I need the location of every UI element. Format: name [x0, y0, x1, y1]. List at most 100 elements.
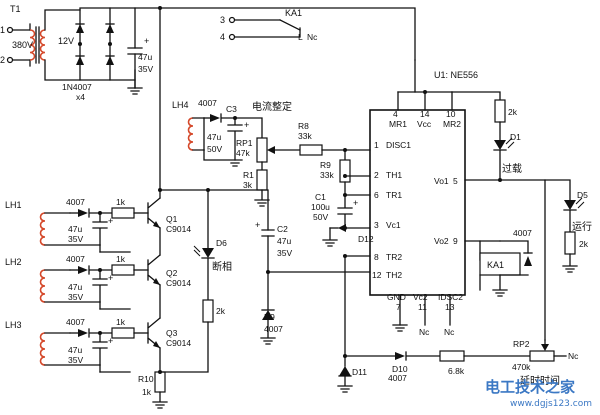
label-r10-val: 1k: [142, 387, 152, 397]
transistor-q2: Q2 C9014: [147, 254, 191, 288]
watermark-text: 电工技术之家: [485, 378, 575, 396]
label-c2: C2: [277, 224, 288, 234]
pin3-name: Vc1: [386, 220, 401, 230]
label-cap-lh2-val: 47u: [68, 282, 82, 292]
ic-body: [369, 109, 466, 296]
label-1k-c: 1k: [116, 317, 126, 327]
rp1-body: [256, 137, 268, 163]
label-q1-type: C9014: [166, 224, 191, 234]
watermark-url: www.dgjs123.com: [510, 399, 592, 409]
label-cap-lh3-volt: 35V: [68, 355, 83, 365]
pin2-name: TH1: [386, 170, 402, 180]
rp1-potentiometer: RP1 47k R1 3k: [236, 137, 301, 207]
label-q2: Q2: [166, 268, 178, 278]
lh1-sensor: LH1 4007 1k + 47u 35V: [5, 197, 149, 246]
label-2k-top: 2k: [508, 107, 518, 117]
label-rp2: RP2: [513, 339, 530, 349]
label-12v: 12V: [58, 36, 74, 46]
label-ka1-nc: Nc: [307, 32, 318, 42]
pin12-name: TH2: [386, 270, 402, 280]
label-c2-val: 47u: [277, 236, 291, 246]
timing-network: R9 33k + C1 100u 50V D12: [311, 148, 374, 247]
pin5-name: Vo1: [434, 176, 449, 186]
resistor-r1: [256, 169, 268, 191]
label-term3: 3: [220, 15, 225, 25]
pin7-name: GND: [387, 292, 406, 302]
pin1-name: DISC1: [386, 140, 411, 150]
resistor-1k-b: [111, 264, 135, 276]
label-cap-lh1-val: 47u: [68, 224, 82, 234]
svg-text:+: +: [108, 273, 113, 283]
ic-ne556: U1: NE556 4 MR1 14 Vcc 10 MR2 1 DISC1 2 …: [369, 59, 478, 337]
pin6-name: TR1: [386, 190, 402, 200]
svg-text:+: +: [255, 220, 260, 230]
label-lh2: LH2: [5, 257, 22, 267]
resistor-r9: [339, 159, 351, 183]
label-d5: D5: [577, 190, 588, 200]
ka1-contact: 3 4 KA1 L Nc: [220, 8, 318, 42]
resistor-r8: R8 33k: [298, 121, 371, 156]
transformer-t1: T1 1 2 380V 12V: [0, 4, 74, 67]
pin8-name: TR2: [386, 252, 402, 262]
relay-ka1: KA1 4007: [464, 228, 533, 297]
label-d4007-lh2: 4007: [66, 254, 85, 264]
resistor-2k-mid: [202, 299, 214, 323]
label-ic-name: U1: NE556: [434, 70, 478, 80]
resistor-1k-a: [111, 207, 135, 219]
label-q2-type: C9014: [166, 278, 191, 288]
pin4-name: MR1: [389, 119, 407, 129]
resistor-6-8k: [439, 350, 465, 362]
label-r9-val: 33k: [320, 170, 334, 180]
label-c2-volt: 35V: [277, 248, 292, 258]
label-cap-lh2-volt: 35V: [68, 292, 83, 302]
label-2k-mid: 2k: [216, 306, 226, 316]
label-d10-val: 4007: [388, 373, 407, 383]
pin13-name: IDSC2: [438, 292, 463, 302]
label-term1: 1: [0, 25, 5, 35]
label-r9: R9: [320, 160, 331, 170]
label-current-set: 电流整定: [252, 100, 292, 113]
terminal-2: [6, 56, 14, 64]
label-1k-a: 1k: [116, 197, 126, 207]
label-d12: D12: [358, 234, 374, 244]
svg-text:+: +: [244, 120, 249, 130]
diode-d9: D9 4007: [260, 309, 283, 345]
label-2k-right: 2k: [579, 239, 589, 249]
label-nc-a: Nc: [419, 327, 430, 337]
label-d9: D9: [264, 312, 275, 322]
svg-text:+: +: [108, 336, 113, 346]
label-c1: C1: [315, 192, 326, 202]
label-rp1: RP1: [236, 138, 253, 148]
pin14: 14: [420, 109, 430, 119]
label-d9-val: 4007: [264, 324, 283, 334]
label-r8: R8: [298, 121, 309, 131]
label-c1-volt: 50V: [313, 212, 328, 222]
bridge-rectifier: 1N4007 x4: [62, 7, 115, 102]
label-lh1: LH1: [5, 200, 22, 210]
pin9-name: Vo2: [434, 236, 449, 246]
label-r1-val: 3k: [243, 180, 253, 190]
label-delay-time: 延时时间: [520, 374, 560, 387]
label-rp2-val: 470k: [512, 362, 531, 372]
label-r10: R10: [138, 374, 154, 384]
pin11: 11: [418, 302, 427, 312]
transistor-q3: Q3 C9014: [147, 317, 191, 349]
pin9: 9: [453, 236, 458, 246]
label-ka1-top: KA1: [285, 8, 302, 18]
resistor-r10: R10 1k: [138, 371, 168, 409]
label-c3: C3: [226, 104, 237, 114]
transistor-q1: Q1 C9014: [147, 197, 191, 234]
label-rp1-val: 47k: [236, 148, 250, 158]
pin10: 10: [446, 109, 456, 119]
pin4: 4: [393, 109, 398, 119]
label-d6: D6: [216, 238, 227, 248]
label-r8-val: 33k: [298, 131, 312, 141]
pin12: 12: [372, 270, 382, 280]
label-c3-volt: 50V: [207, 144, 222, 154]
svg-text:+: +: [144, 36, 149, 46]
label-x4: x4: [76, 92, 85, 102]
label-ka1-coil: KA1: [487, 260, 504, 270]
label-d11: D11: [352, 367, 367, 377]
terminal-1: [6, 26, 14, 34]
